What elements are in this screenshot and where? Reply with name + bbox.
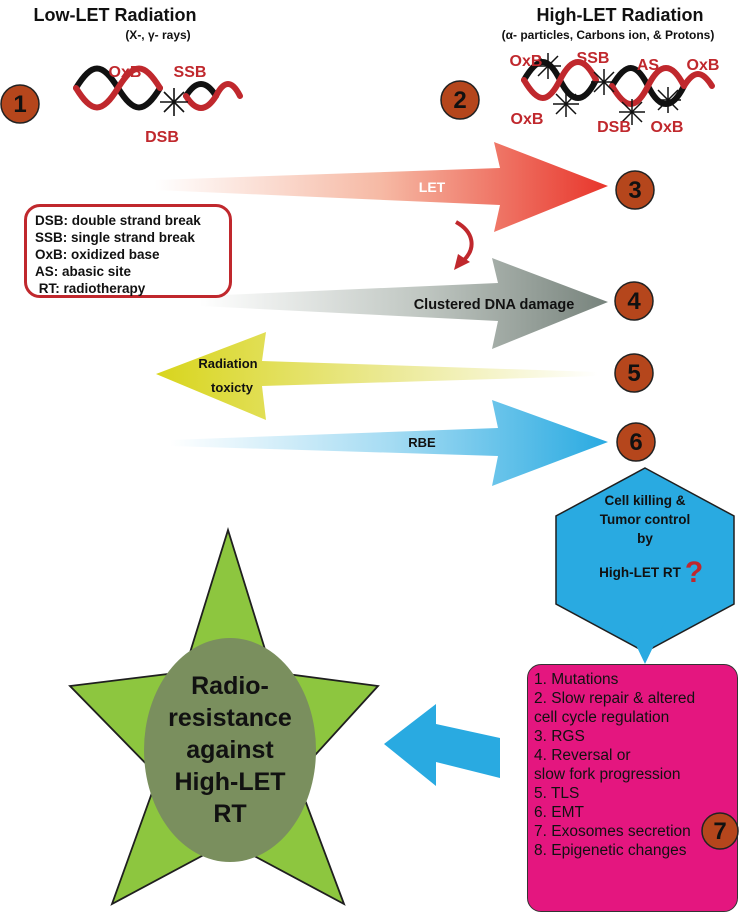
low-let-title: Low-LET Radiation [34,5,197,25]
legend-row-oxb: OxB: oxidized base [35,247,160,262]
number-5-label: 5 [627,360,640,387]
mechanism-item: 6. EMT [534,804,584,821]
high-let-title: High-LET Radiation [537,5,704,25]
mechanism-item: 4. Reversal or [534,747,631,764]
mechanism-item: slow fork progression [534,766,681,783]
radiation-toxicity-label-line1: Radiation [198,356,257,371]
number-circle-6: 6 [616,422,656,462]
high-let-label-oxb-4: OxB [651,119,684,136]
mechanisms-left-arrow [384,704,500,786]
radioresistance-ellipse [144,638,316,862]
legend-row-dsb: DSB: double strand break [35,213,201,228]
star-line-2: resistance [168,704,292,732]
radiation-toxicity-label-line2: toxicty [211,380,254,395]
curved-red-arrow [454,220,474,270]
rbe-arrow-label: RBE [408,435,436,450]
legend-row-ssb: SSB: single strand break [35,230,195,245]
number-3-label: 3 [628,177,641,204]
high-let-label-ssb: SSB [577,50,610,67]
star-line-1: Radio- [191,672,269,700]
clustered-dna-damage-arrow [200,258,608,349]
high-let-dna-helix [521,59,715,107]
star-line-3: against [186,736,274,764]
mechanism-item: 1. Mutations [534,671,619,688]
high-let-label-oxb-1: OxB [510,53,543,70]
star-line-5: RT [213,800,246,828]
number-circle-5: 5 [614,353,654,393]
number-6-label: 6 [629,429,642,456]
mechanism-item: 8. Epigenetic changes [534,842,687,859]
low-let-dna-helix [73,65,243,111]
high-let-label-oxb-3: OxB [511,111,544,128]
mechanism-item: 5. TLS [534,785,580,802]
hexagon-line-3: by [637,531,653,546]
high-let-break-bursts [535,53,681,125]
number-2-label: 2 [453,87,466,114]
let-arrow-label: LET [419,179,446,195]
number-circle-4: 4 [614,281,654,321]
high-let-subtitle: (α- particles, Carbons ion, & Protons) [502,28,715,42]
rbe-arrow [170,400,608,486]
number-circle-2: 2 [440,80,480,120]
hexagon-question-mark: ? [685,556,703,589]
hexagon-line-2: Tumor control [600,512,691,527]
low-let-break-burst [160,88,188,116]
high-let-label-dsb: DSB [597,119,631,136]
low-let-subtitle: (X-, γ- rays) [125,28,190,42]
abbreviation-legend: DSB: double strand break SSB: single str… [24,204,232,298]
number-4-label: 4 [627,288,641,315]
mechanism-item: 2. Slow repair & altered [534,690,696,707]
hexagon-down-arrow [624,606,666,664]
legend-row-as: AS: abasic site [35,264,132,279]
mechanism-item: cell cycle regulation [534,709,670,726]
high-let-label-oxb-2: OxB [687,57,720,74]
clustered-dna-damage-label: Clustered DNA damage [414,297,575,313]
number-1-label: 1 [13,91,26,118]
star-line-4: High-LET [174,768,285,796]
hexagon-line-4: High-LET RT [599,565,681,580]
resistance-mechanisms-box: 1. Mutations 2. Slow repair & altered ce… [527,664,738,912]
low-let-label-ssb: SSB [174,64,207,81]
mechanism-item: 7. Exosomes secretion [534,823,691,840]
low-let-label-dsb: DSB [145,129,179,146]
hexagon-line-1: Cell killing & [604,493,685,508]
mechanism-item: 3. RGS [534,728,585,745]
number-circle-3: 3 [615,170,655,210]
low-let-label-oxb: OxB [109,64,142,81]
radiation-toxicity-arrow [156,332,598,420]
legend-row-rt: RT: radiotherapy [38,281,146,296]
let-arrow [155,142,608,232]
number-circle-1: 1 [0,84,40,124]
high-let-label-as: AS [637,57,660,74]
